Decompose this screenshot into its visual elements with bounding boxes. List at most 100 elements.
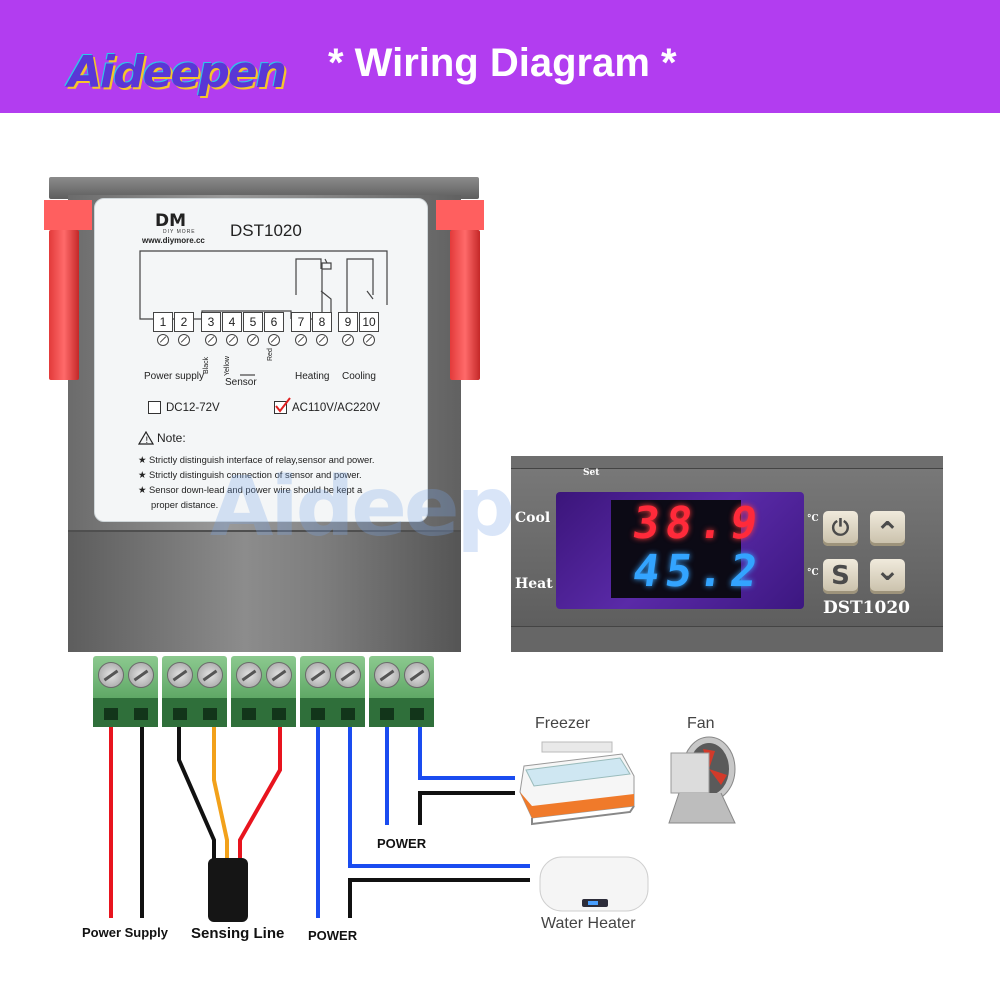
page-title: * Wiring Diagram * — [328, 41, 677, 85]
chevron-up-icon: ⌃ — [874, 516, 901, 551]
controller-top-rail — [49, 177, 479, 199]
caption-power-supply: Power Supply — [82, 925, 168, 940]
controller-label-sticker: DM DIY MORE www.diymore.cc DST1020 1 2 3… — [94, 198, 428, 522]
controller-front: Set 38.9 45.2 Cool Heat °C °C ⏻ ⌃ S ⌄ DS… — [511, 456, 943, 652]
caption-water-heater: Water Heater — [541, 915, 636, 932]
terminal-screw-icon — [404, 662, 430, 688]
voltage-option-dc: DC12-72V — [166, 402, 220, 414]
freezer-wire-blue — [418, 725, 515, 780]
label-terminal-5: 5 — [243, 312, 263, 332]
label-screw-icon — [205, 334, 217, 346]
group-heating: Heating — [295, 371, 330, 382]
fan-icon — [668, 736, 736, 824]
label-screw-icon — [178, 334, 190, 346]
set-button[interactable]: S — [823, 559, 858, 594]
voltage-option-ac: AC110V/AC220V — [292, 402, 381, 414]
set-label: Set — [583, 468, 600, 478]
terminal-screw-icon — [128, 662, 154, 688]
mounting-clip-left — [49, 230, 79, 380]
terminal-screw-icon — [98, 662, 124, 688]
caption-power-cooling: POWER — [377, 836, 427, 851]
label-screw-icon — [268, 334, 280, 346]
note-line-3: ★ Sensor down-lead and power wire should… — [138, 484, 363, 495]
cool-label: Cool — [515, 510, 551, 526]
terminal-hole — [380, 708, 394, 720]
front-bottom-rail — [511, 626, 943, 652]
chevron-down-icon: ⌄ — [874, 553, 901, 588]
label-terminal-3: 3 — [201, 312, 221, 332]
up-button[interactable]: ⌃ — [870, 511, 905, 551]
label-screw-icon — [363, 334, 375, 346]
terminal-block-2 — [162, 656, 227, 727]
terminal-block-4 — [300, 656, 365, 727]
label-terminal-6: 6 — [264, 312, 284, 332]
label-terminal-4: 4 — [222, 312, 242, 332]
diymore-url: www.diymore.cc — [142, 236, 205, 245]
caption-freezer: Freezer — [535, 715, 591, 732]
terminal-screw-icon — [197, 662, 223, 688]
unit-celsius-bottom: °C — [807, 568, 819, 578]
checkbox-dc — [148, 401, 161, 414]
sensor-wire-black — [177, 725, 216, 862]
mounting-clip-tab-left — [44, 200, 92, 230]
checkmark-icon — [275, 397, 291, 413]
power-icon: ⏻ — [831, 516, 850, 541]
label-screw-icon — [316, 334, 328, 346]
note-line-2: ★ Strictly distinguish connection of sen… — [138, 469, 362, 480]
caption-sensing-line: Sensing Line — [191, 925, 285, 942]
lcd-screen: 38.9 45.2 — [556, 492, 804, 609]
caption-fan: Fan — [687, 715, 715, 732]
diymore-logo: DM — [155, 211, 187, 231]
brand-logo: Aideepen — [68, 47, 287, 98]
set-icon: S — [831, 561, 850, 591]
label-terminal-2: 2 — [174, 312, 194, 332]
down-button[interactable]: ⌄ — [870, 553, 905, 594]
terminal-hole — [410, 708, 424, 720]
label-terminal-9: 9 — [338, 312, 358, 332]
sensor-wire-yellow — [212, 725, 229, 862]
terminal-screw-icon — [236, 662, 262, 688]
unit-celsius-top: °C — [807, 514, 819, 524]
mounting-clip-right — [450, 230, 480, 380]
label-terminal-7: 7 — [291, 312, 311, 332]
terminal-block-base — [162, 698, 227, 727]
power-button[interactable]: ⏻ — [823, 511, 858, 546]
terminal-block-5 — [369, 656, 434, 727]
terminal-block-base — [300, 698, 365, 727]
terminal-hole — [134, 708, 148, 720]
group-cooling: Cooling — [342, 371, 376, 382]
warning-icon: ! — [138, 431, 154, 445]
sensor-cable-sheath — [208, 858, 248, 922]
svg-text:!: ! — [145, 436, 149, 445]
label-screw-icon — [157, 334, 169, 346]
terminal-screw-icon — [374, 662, 400, 688]
water-heater-icon — [539, 856, 649, 912]
note-line-4: proper distance. — [151, 499, 219, 510]
freezer-wire-black — [418, 791, 515, 825]
controller-lower-housing — [68, 530, 461, 652]
caption-power-heating: POWER — [308, 928, 358, 943]
diymore-logo-sub: DIY MORE — [163, 229, 196, 235]
label-screw-icon — [247, 334, 259, 346]
terminal-block-base — [369, 698, 434, 727]
terminal-screw-icon — [266, 662, 292, 688]
digit-panel: 38.9 45.2 — [611, 498, 767, 598]
group-power-supply: Power supply — [144, 371, 205, 382]
terminal-hole — [341, 708, 355, 720]
terminal-block-1 — [93, 656, 158, 727]
terminal-hole — [173, 708, 187, 720]
terminal-screw-icon — [335, 662, 361, 688]
terminal-hole — [242, 708, 256, 720]
terminal-hole — [104, 708, 118, 720]
terminal-block-base — [231, 698, 296, 727]
terminal-hole — [272, 708, 286, 720]
front-top-rail — [511, 456, 943, 469]
label-model-name: DST1020 — [230, 221, 302, 240]
heater-wire-blue — [348, 725, 530, 868]
terminal-hole — [311, 708, 325, 720]
heater-wire-black — [348, 878, 530, 918]
label-terminal-8: 8 — [312, 312, 332, 332]
label-screw-icon — [295, 334, 307, 346]
terminal-screw-icon — [167, 662, 193, 688]
